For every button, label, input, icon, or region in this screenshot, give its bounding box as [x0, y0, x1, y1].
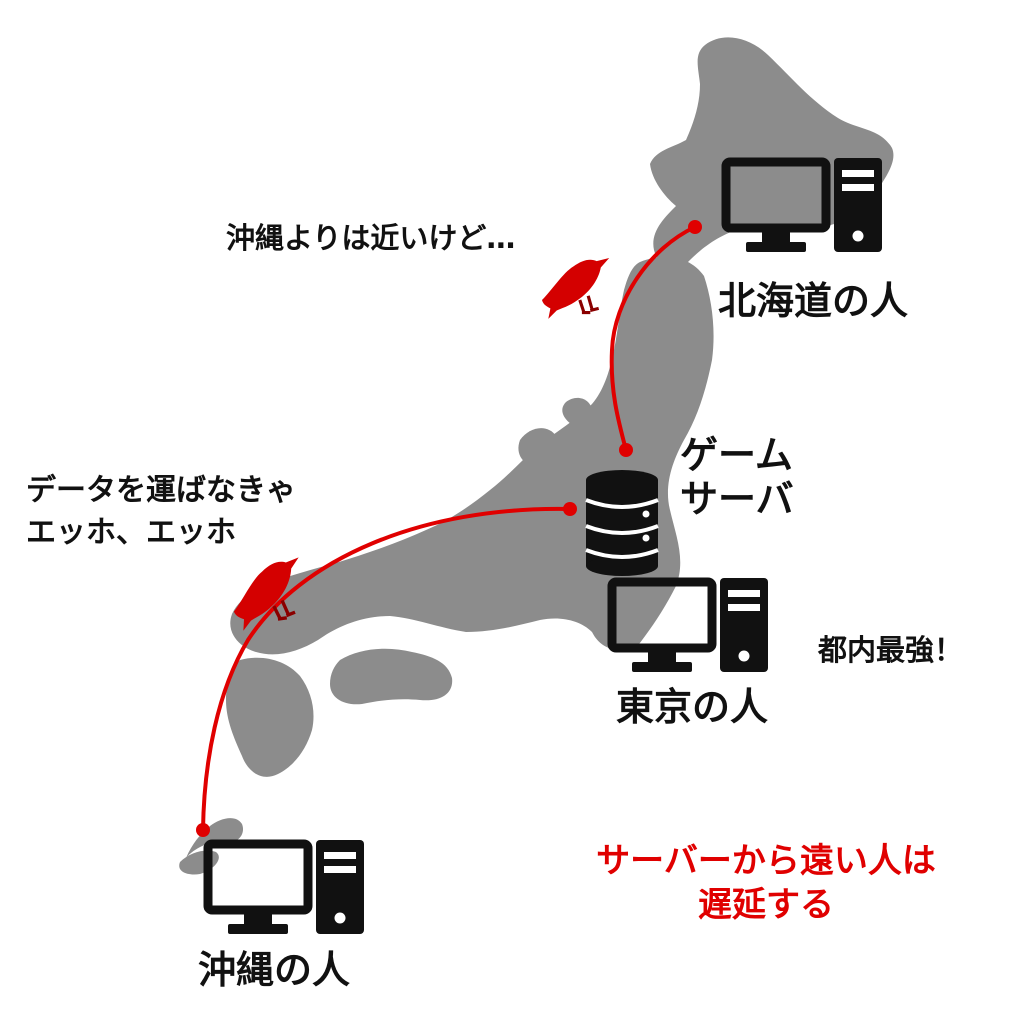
conclusion-line1: サーバーから遠い人は	[596, 841, 936, 881]
okinawa-landmass	[179, 850, 219, 875]
okinawa-person-label: 沖縄の人	[198, 948, 350, 992]
server-endpoint-west	[563, 502, 577, 516]
honshu-island	[230, 256, 714, 655]
hokkaido-endpoint	[688, 220, 702, 234]
tokyo-best-comment: 都内最強！	[817, 633, 963, 667]
hokkaido-island	[650, 37, 894, 267]
near-okinawa-comment: 沖縄よりは近いけど…	[226, 221, 515, 255]
route-endpoints	[196, 220, 702, 837]
route-okinawa-to-server	[201, 506, 571, 831]
carry-data-comment-line2: エッホ、エッホ	[26, 515, 236, 550]
server-endpoint-north	[619, 443, 633, 457]
okinawa-endpoint	[196, 823, 210, 837]
sado-island	[562, 397, 593, 428]
shikoku-island	[330, 648, 453, 705]
desktop-computer-icon	[208, 840, 364, 934]
server-label-line2: サーバ	[680, 477, 794, 521]
carry-data-comment-line1: データを運ばなきゃ	[26, 473, 296, 508]
okinawa-island	[186, 818, 244, 858]
noto-peninsula	[518, 428, 559, 467]
route-lines	[201, 225, 696, 831]
database-server-icon	[585, 470, 659, 576]
conclusion-line2: 遅延する	[698, 885, 834, 925]
hokkaido-person-label: 北海道の人	[718, 279, 908, 323]
tokyo-person-label: 東京の人	[616, 685, 768, 729]
route-hokkaido-to-server	[609, 225, 696, 451]
server-label-line1: ゲーム	[680, 433, 793, 477]
carrier-bird-icon	[540, 256, 611, 321]
kyushu-island	[226, 657, 314, 777]
